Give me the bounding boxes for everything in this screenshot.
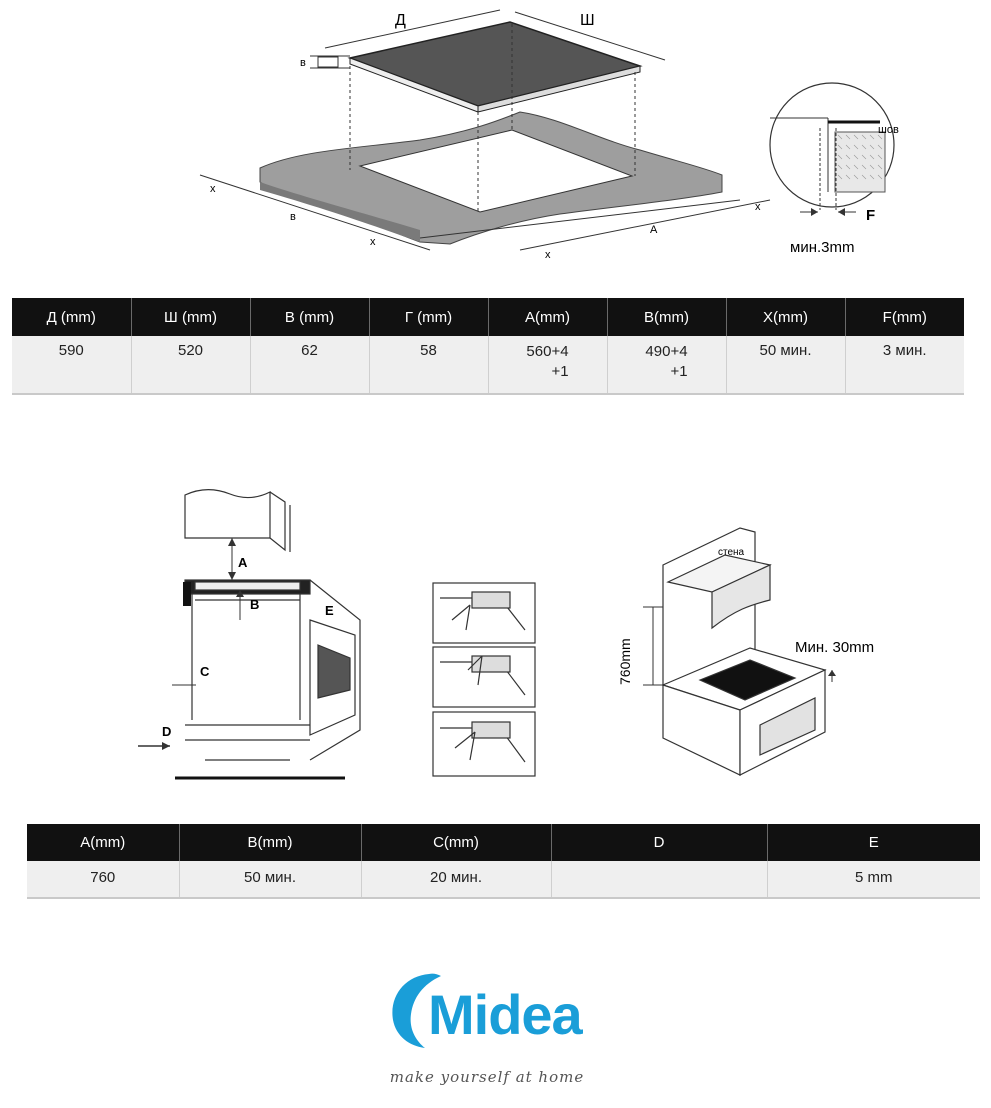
hob-plate bbox=[347, 21, 643, 113]
value-d-install bbox=[550, 861, 767, 899]
header-a: A(mm) bbox=[487, 298, 607, 336]
header-e-install: E bbox=[766, 824, 980, 861]
value-e-install: 5 mm bbox=[766, 861, 980, 899]
header-d-install: D bbox=[550, 824, 767, 861]
dimension-lines bbox=[199, 9, 771, 251]
upper-cabinet bbox=[184, 489, 291, 552]
table-header-row: A(mm) B(mm) C(mm) D E bbox=[27, 824, 980, 861]
value-a: 560+4 +1 bbox=[526, 343, 569, 380]
label-d: Д bbox=[395, 12, 406, 29]
midea-swoosh-icon bbox=[392, 973, 441, 1048]
seam-detail bbox=[769, 82, 895, 216]
label-b: в bbox=[290, 211, 296, 223]
header-b-install: B(mm) bbox=[178, 824, 361, 861]
label-f: F bbox=[866, 207, 875, 224]
value-b: 490+4 +1 bbox=[645, 343, 688, 380]
value-c-install: 20 мин. bbox=[360, 861, 551, 899]
brand-logo: Midea bbox=[428, 983, 583, 1046]
label-b-install: B bbox=[250, 597, 259, 612]
header-v: В (mm) bbox=[249, 298, 369, 336]
table-header-row: Д (mm) Ш (mm) В (mm) Г (mm) A(mm) B(mm) … bbox=[12, 298, 964, 336]
header-f: F(mm) bbox=[844, 298, 964, 336]
value-b-install: 50 мин. bbox=[178, 861, 361, 899]
brand-tagline: make yourself at home bbox=[389, 1068, 585, 1086]
installation-diagram: A B E C D bbox=[138, 489, 874, 780]
label-min-30mm: Мин. 30mm bbox=[795, 639, 874, 656]
label-c-install: C bbox=[200, 664, 210, 679]
label-a: A bbox=[650, 224, 658, 236]
value-g: 58 bbox=[368, 336, 488, 395]
label-x-right: x bbox=[755, 201, 761, 213]
cutout-diagram: Д Ш в x в x x A x шов F мин.3mm bbox=[199, 9, 899, 261]
header-x: X(mm) bbox=[725, 298, 845, 336]
header-c-install: C(mm) bbox=[360, 824, 551, 861]
value-a-install: 760 bbox=[27, 861, 179, 899]
clip-detail-boxes bbox=[432, 582, 536, 777]
label-760mm: 760mm bbox=[617, 638, 633, 685]
table-row: 590 520 62 58 560+4 +1 490+4 +1 50 мин. … bbox=[12, 336, 964, 395]
label-e-install: E bbox=[325, 603, 334, 618]
label-a-install: A bbox=[238, 555, 248, 570]
label-seam: шов bbox=[878, 124, 899, 136]
label-wall: стена bbox=[718, 547, 745, 558]
label-x-bottom: x bbox=[545, 249, 551, 261]
height-marker bbox=[317, 56, 339, 68]
dimensions-table: Д (mm) Ш (mm) В (mm) Г (mm) A(mm) B(mm) … bbox=[12, 298, 964, 395]
countertop bbox=[259, 111, 723, 245]
label-v: в bbox=[300, 57, 306, 69]
header-a-install: A(mm) bbox=[27, 824, 179, 861]
base-cabinet bbox=[175, 579, 361, 780]
value-sh: 520 bbox=[130, 336, 250, 395]
table-row: 760 50 мин. 20 мин. 5 mm bbox=[27, 861, 980, 899]
value-x: 50 мин. bbox=[725, 336, 845, 395]
value-f: 3 мин. bbox=[844, 336, 964, 395]
label-d-install: D bbox=[162, 724, 171, 739]
installation-table: A(mm) B(mm) C(mm) D E 760 50 мин. 20 мин… bbox=[27, 824, 980, 899]
header-g: Г (mm) bbox=[368, 298, 488, 336]
header-sh: Ш (mm) bbox=[130, 298, 250, 336]
label-sh: Ш bbox=[580, 12, 595, 29]
value-d: 590 bbox=[12, 336, 131, 395]
label-x-left: x bbox=[210, 183, 216, 195]
left-panel bbox=[183, 582, 191, 606]
label-x-front: x bbox=[370, 236, 376, 248]
projection-lines bbox=[349, 24, 636, 212]
kitchen-diagram bbox=[661, 527, 827, 776]
label-min-3mm: мин.3mm bbox=[790, 239, 854, 256]
value-v: 62 bbox=[249, 336, 369, 395]
header-b: B(mm) bbox=[606, 298, 726, 336]
header-d: Д (mm) bbox=[12, 298, 131, 336]
